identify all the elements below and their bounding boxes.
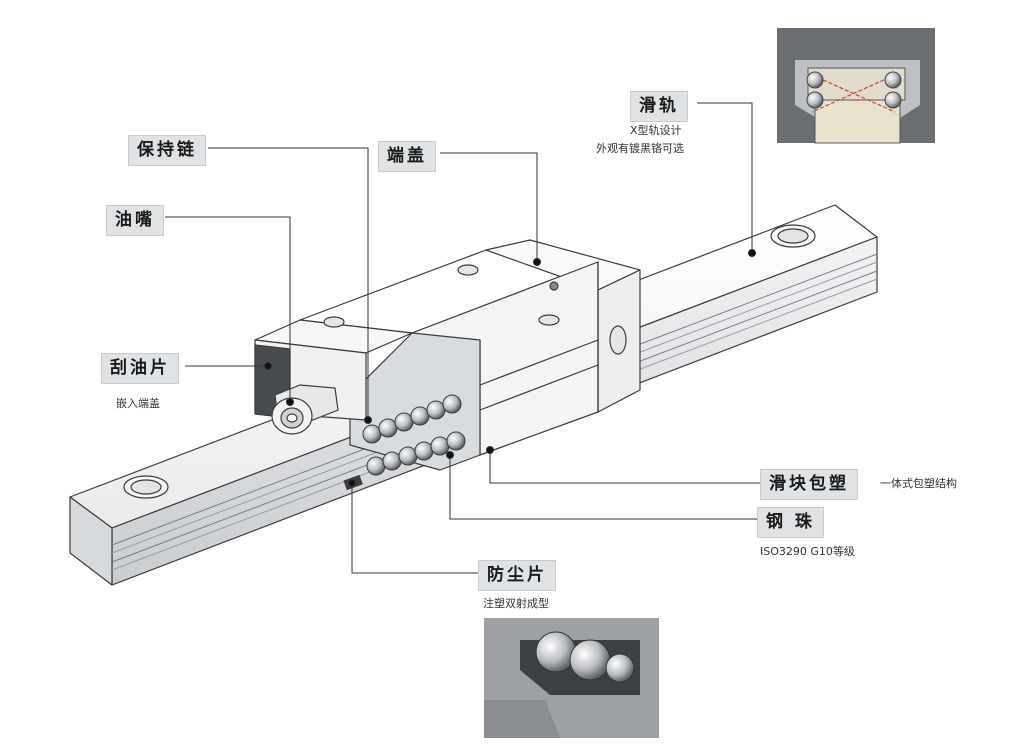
dust-seal-note: 注塑双射成型 [483,597,549,610]
dust-seal-label: 防尘片 [478,560,556,591]
rail-note-line1: X型轨设计 [630,124,682,137]
block-molding-note: 一体式包塑结构 [880,477,957,490]
scraper-note: 嵌入端盖 [116,397,160,410]
rail-note-line2: 外观有镀黑铬可选 [596,142,684,155]
block-molding-label: 滑块包塑 [760,469,858,500]
steel-balls [343,394,466,491]
grease-nipple-label: 油嘴 [106,205,164,236]
steel-ball-note: ISO3290 G10等级 [760,545,855,558]
leader-lines [165,102,760,574]
rail-label: 滑轨 [630,91,688,122]
scraper-label: 刮油片 [101,353,179,384]
dust-seal-inset [484,618,659,738]
rail-cross-section-inset [777,28,935,144]
retainer-label: 保持链 [128,135,206,166]
steel-ball-label: 钢 珠 [757,507,824,538]
grease-nipple [271,384,339,435]
end-cap-label: 端盖 [378,141,436,172]
